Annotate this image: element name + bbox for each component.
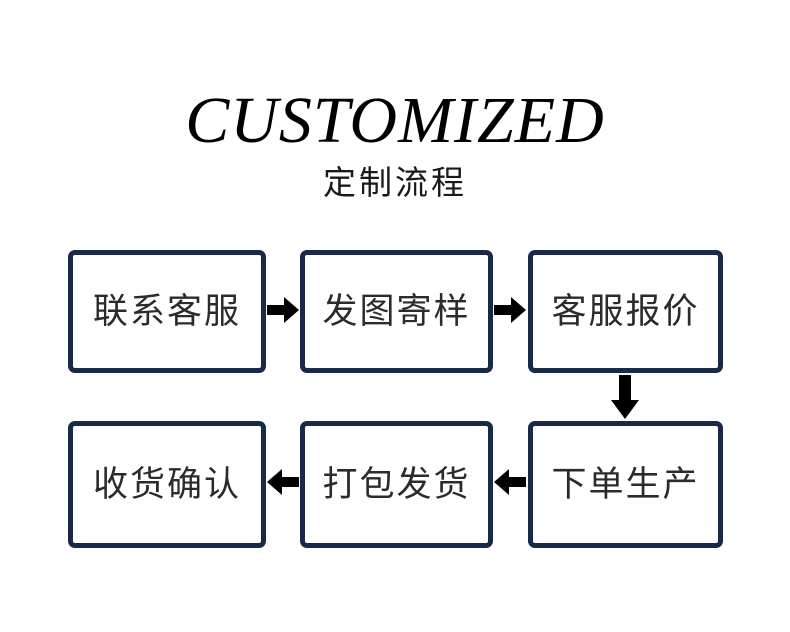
flow-node-label: 联系客服 [92,292,241,331]
flow-node-contact-service[interactable]: 联系客服 [68,250,266,373]
page-header: CUSTOMIZED 定制流程 [0,0,790,201]
flow-node-service-quote[interactable]: 客服报价 [528,250,723,373]
arrow-left-icon [493,465,527,499]
flow-node-place-order-production[interactable]: 下单生产 [528,421,723,548]
flow-node-label: 发图寄样 [322,292,471,331]
arrow-right-icon [493,293,527,327]
flow-node-pack-and-ship[interactable]: 打包发货 [300,421,493,548]
arrow-right-icon [266,293,300,327]
arrow-down-icon [608,374,642,420]
flow-node-receipt-confirmation[interactable]: 收货确认 [68,421,266,548]
page-subtitle: 定制流程 [323,166,467,202]
page-title: CUSTOMIZED [185,84,605,157]
flow-node-label: 打包发货 [322,465,471,504]
flow-node-send-image-sample[interactable]: 发图寄样 [300,250,493,373]
arrow-left-icon [266,465,300,499]
flow-node-label: 下单生产 [551,465,700,504]
flow-node-label: 客服报价 [551,292,700,331]
flow-node-label: 收货确认 [92,465,241,504]
